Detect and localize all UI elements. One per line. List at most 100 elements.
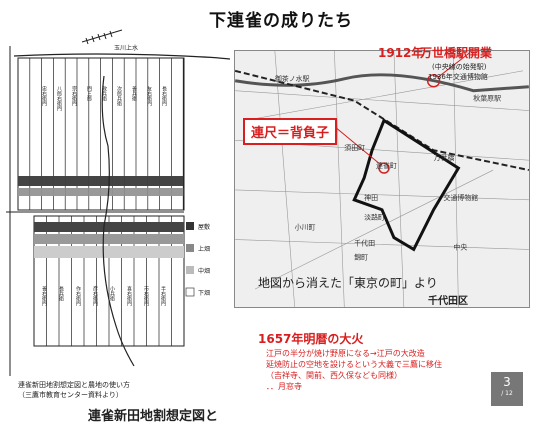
field-block [159, 176, 172, 186]
svg-text:下畑: 下畑 [198, 289, 210, 297]
map-place-label: 須田町 [344, 143, 365, 152]
canal-line [13, 53, 230, 66]
map-place-label: 御茶ノ水駅 [275, 74, 310, 83]
lower-labels: 善右衛門長兵衛作右衛門彦右衛門小兵衛喜右衛門市右衛門半右衛門 [41, 285, 166, 307]
field-block [53, 188, 66, 196]
field-block [100, 176, 113, 186]
field-block [171, 176, 184, 186]
field-block [124, 188, 136, 196]
field-block [112, 188, 125, 196]
street-grid [235, 51, 529, 307]
field-block [134, 222, 147, 232]
railway-symbol [81, 29, 123, 45]
fire-line: ．．月窓寺 [266, 382, 302, 391]
field-block [146, 246, 159, 258]
field-block [159, 222, 172, 232]
field-block [159, 234, 172, 244]
field-block [109, 222, 122, 232]
upper-strips [17, 58, 184, 210]
column-label: 友右衛門 [146, 85, 152, 107]
column-label: 八郎右衛門 [56, 86, 62, 112]
map-place-label: 交通博物館 [444, 193, 479, 202]
year-label: 1912年 [378, 46, 424, 60]
field-block [134, 234, 147, 244]
fire-line: 延焼防止の空地を設けるという大義で三鷹に移住 [266, 360, 442, 369]
renjaku-district-outline [352, 118, 461, 252]
field-block [136, 188, 148, 196]
field-block [59, 246, 72, 258]
field-block [100, 188, 113, 196]
lower-column-label: 善右衛門 [41, 285, 47, 307]
field-block [121, 246, 134, 258]
field-block [147, 176, 160, 186]
slide-title: 下連雀の成りたち [209, 11, 353, 31]
station-label: 万世橋駅開業 [420, 46, 493, 60]
svg-text:屋敷: 屋敷 [198, 223, 210, 231]
canal-label: 玉川上水 [114, 44, 138, 52]
field-block [46, 222, 59, 232]
field-block [53, 176, 66, 186]
field-block [134, 246, 147, 258]
field-block [171, 188, 184, 196]
field-block [121, 234, 134, 244]
road-line [101, 75, 135, 367]
svg-text:中畑: 中畑 [198, 267, 210, 275]
lower-column-label: 長兵衛 [58, 286, 64, 302]
renjaku-definition-box: 連尺＝背負子 [243, 118, 338, 145]
lower-column-label: 彦右衛門 [92, 285, 98, 307]
field-block [34, 246, 47, 258]
map-place-label: 千代田 [354, 238, 375, 247]
column-labels: 忠右衛門八郎右衛門宗右衛門門三郎政兵衛次郎兵衛善兵衛友右衛門長右衛門 [41, 85, 167, 112]
map-labels: 御茶ノ水駅秋葉原駅神田連雀町須田町淡路町小川町錦町千代田中央交通博物館万世橋 [275, 74, 501, 262]
field-block [109, 234, 122, 244]
map-caption: 地図から消えた「東京の町」より [258, 276, 438, 290]
column-label: 善兵衛 [131, 85, 137, 102]
field-block [171, 234, 184, 244]
field-block [146, 222, 159, 232]
column-label: 長右衛門 [161, 86, 167, 107]
field-block [29, 176, 42, 186]
renjaku-marker [378, 162, 390, 174]
map-place-label: 連雀町 [376, 161, 397, 170]
renjaku-land-division-map: 玉川上水 屋敷 上畑 中畑 下畑 忠右衛門八郎右衛門宗右衛門門三郎政兵衛次郎兵衛… [6, 29, 230, 376]
fire-line: 江戸の半分が焼け野原になる→江戸の大改造 [266, 349, 425, 358]
lower-column-label: 小兵衛 [109, 285, 115, 302]
field-block [109, 246, 122, 258]
lower-column-label: 喜右衛門 [126, 285, 132, 307]
column-label: 門三郎 [86, 86, 92, 102]
field-block [159, 188, 172, 196]
field-block [146, 234, 159, 244]
column-label: 次郎兵衛 [116, 85, 122, 107]
field-block [34, 234, 47, 244]
map-place-label: 淡路町 [364, 213, 385, 222]
page-number: 3 [503, 375, 511, 389]
lower-strips [33, 216, 185, 346]
page-indicator: 3 / 12 [491, 372, 523, 406]
field-block [59, 222, 72, 232]
fire-line: （吉祥寺、関前、西久保なども同様） [266, 371, 402, 380]
field-block [71, 246, 84, 258]
field-block [71, 234, 84, 244]
legend: 屋敷 上畑 中畑 下畑 [185, 222, 210, 297]
fire-title: 1657年明暦の大火 [258, 332, 364, 346]
field-block [112, 176, 125, 186]
field-block [59, 234, 72, 244]
left-map-caption: 連雀新田地割想定図と農地の使い方 （三鷹市教育センター資料より） [18, 381, 130, 399]
field-block [84, 234, 97, 244]
field-block [65, 188, 77, 196]
svg-text:上畑: 上畑 [198, 245, 210, 253]
field-block [41, 188, 54, 196]
field-block [71, 222, 84, 232]
field-block [46, 234, 59, 244]
field-block [84, 222, 97, 232]
ward-label: 千代田区 [428, 296, 468, 307]
field-block [84, 246, 97, 258]
field-block [88, 188, 101, 196]
lower-column-label: 市右衛門 [143, 285, 149, 307]
station-sub-label-2: 1936年交通博物館 [428, 73, 488, 81]
field-block [171, 246, 184, 258]
field-block [77, 176, 89, 186]
column-label: 宗右衛門 [71, 85, 77, 107]
field-block [171, 222, 184, 232]
